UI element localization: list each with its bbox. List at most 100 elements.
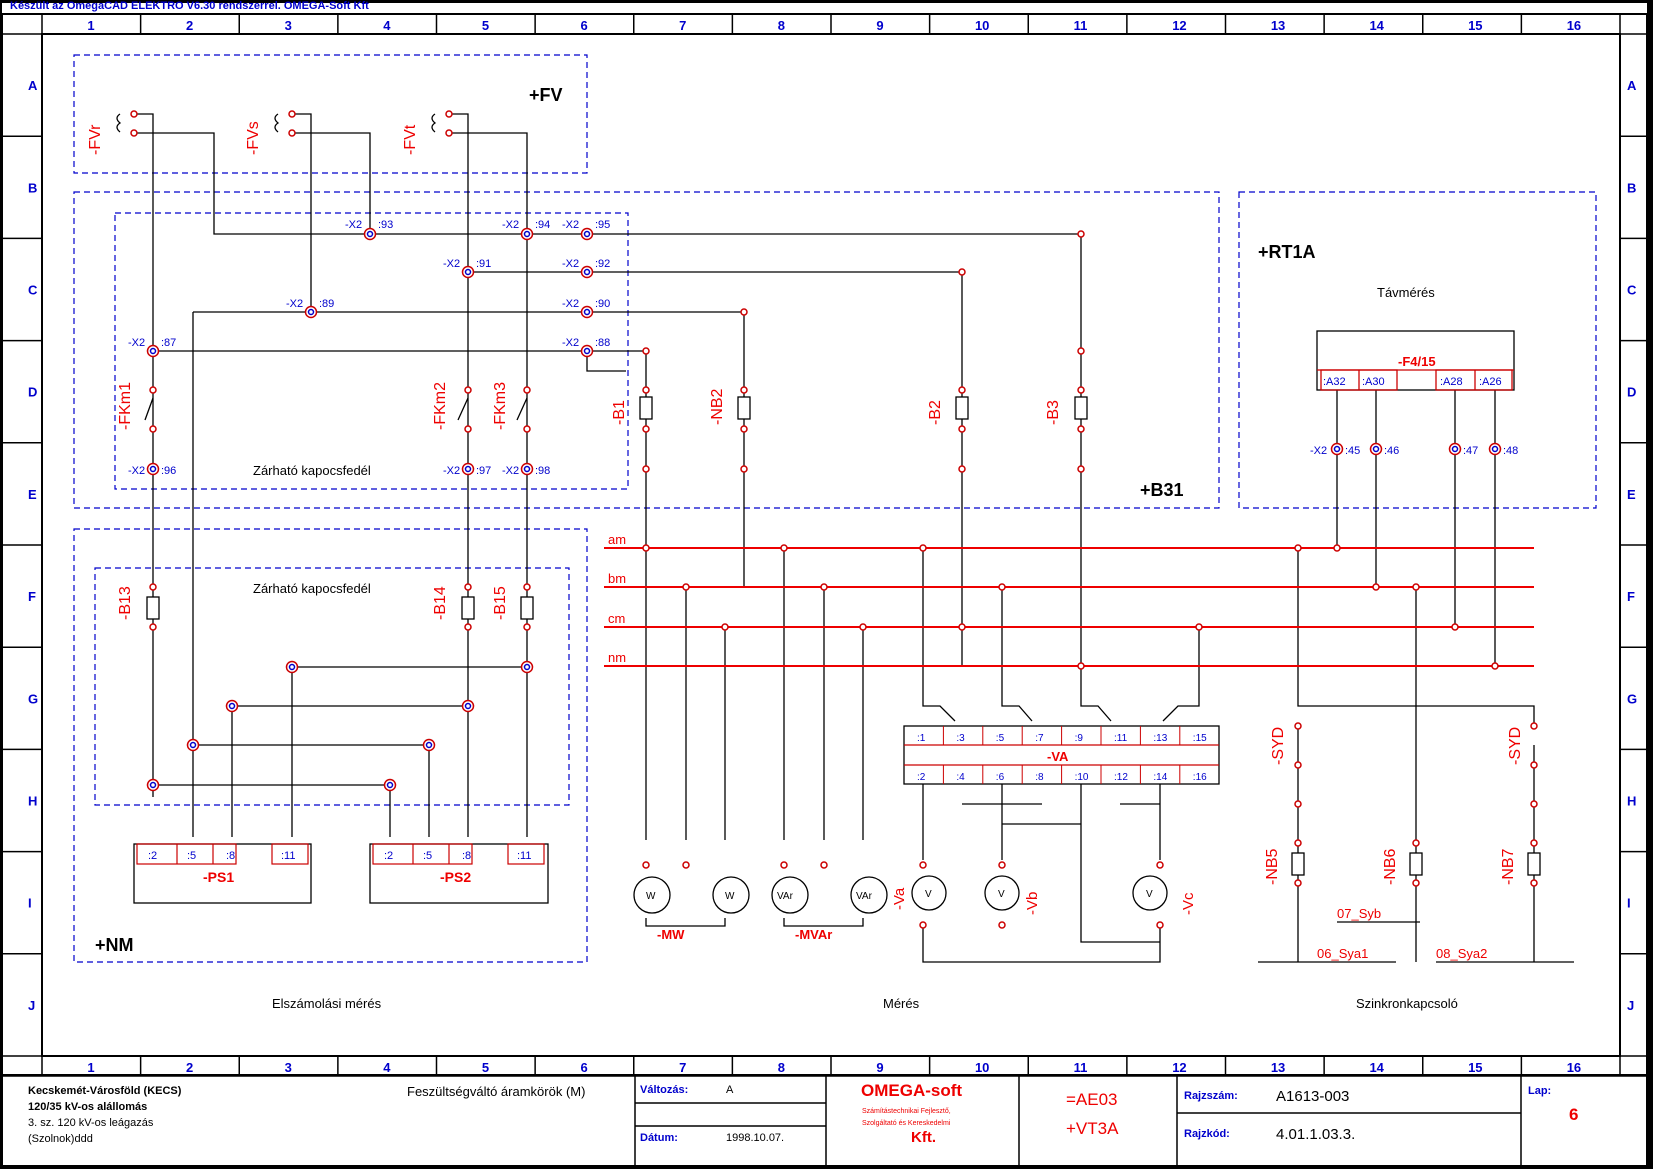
svg-text:-X2: -X2 bbox=[502, 465, 519, 477]
svg-text::98: :98 bbox=[535, 465, 550, 477]
fuses bbox=[146, 396, 1541, 876]
svg-text::5: :5 bbox=[423, 850, 432, 862]
svg-text::96: :96 bbox=[161, 465, 176, 477]
date-value: 1998.10.07. bbox=[726, 1132, 784, 1144]
zone-nm-box bbox=[73, 528, 588, 963]
va-top-pin: :9 bbox=[1075, 733, 1084, 744]
column-label-top: 15 bbox=[1468, 18, 1482, 33]
svg-text::90: :90 bbox=[595, 298, 610, 310]
va-top-pin: :3 bbox=[956, 733, 965, 744]
column-label-bottom: 16 bbox=[1567, 1060, 1581, 1075]
va-bottom-pin: :4 bbox=[956, 772, 965, 783]
va-voltmeter-label: -Va bbox=[891, 887, 908, 910]
meters bbox=[633, 875, 1168, 914]
row-label-right: D bbox=[1627, 385, 1636, 400]
column-label-bottom: 12 bbox=[1172, 1060, 1186, 1075]
location-line3: 3. sz. 120 kV-os leágazás bbox=[28, 1117, 154, 1129]
x2-labels: -X2:93 -X2:94 -X2:95 -X2:91 -X2:92 -X2:8… bbox=[128, 219, 1518, 477]
bus-bm: bm bbox=[608, 571, 626, 586]
ps2-label: -PS2 bbox=[440, 869, 471, 885]
svg-text:-X2: -X2 bbox=[562, 219, 579, 231]
drawing-title: Feszültségváltó áramkörök (M) bbox=[407, 1084, 585, 1099]
row-label-left: C bbox=[28, 283, 38, 298]
row-label-left: F bbox=[28, 589, 36, 604]
change-value: A bbox=[726, 1084, 734, 1096]
row-label-left: A bbox=[28, 78, 38, 93]
fvr-label: -FVr bbox=[87, 124, 104, 155]
column-label-top: 11 bbox=[1074, 18, 1088, 33]
column-label-bottom: 13 bbox=[1271, 1060, 1285, 1075]
column-label-top: 8 bbox=[778, 18, 785, 33]
bus-nm: nm bbox=[608, 650, 626, 665]
section-middle-label: Mérés bbox=[883, 996, 920, 1011]
date-label: Dátum: bbox=[640, 1132, 678, 1144]
code-vt3a: +VT3A bbox=[1066, 1119, 1119, 1138]
column-label-top: 14 bbox=[1369, 18, 1384, 33]
column-label-bottom: 8 bbox=[778, 1060, 785, 1075]
row-grid bbox=[2, 33, 1647, 1057]
zone-rt1a-label: +RT1A bbox=[1258, 242, 1316, 262]
column-label-top: 4 bbox=[383, 18, 391, 33]
svg-text::91: :91 bbox=[476, 258, 491, 270]
svg-text:V: V bbox=[998, 889, 1005, 900]
fkm-switches bbox=[144, 397, 528, 421]
column-label-top: 12 bbox=[1172, 18, 1186, 33]
ps-pin-labels: :2:5:8:11 :2:5:8:11 bbox=[148, 850, 531, 862]
drawing-no-label: Rajzszám: bbox=[1184, 1090, 1238, 1102]
zone-b31-label: +B31 bbox=[1140, 480, 1184, 500]
f415-box bbox=[1316, 330, 1515, 391]
column-label-bottom: 4 bbox=[383, 1060, 391, 1075]
column-grid bbox=[41, 14, 1621, 1075]
nb2-label: -NB2 bbox=[709, 388, 726, 425]
row-label-left: J bbox=[28, 998, 35, 1013]
row-label-left: I bbox=[28, 896, 32, 911]
row-label-right: F bbox=[1627, 589, 1635, 604]
svg-text:-X2: -X2 bbox=[345, 219, 362, 231]
svg-text::87: :87 bbox=[161, 337, 176, 349]
va-top-pin: :15 bbox=[1193, 733, 1207, 744]
svg-text::A28: :A28 bbox=[1440, 376, 1463, 388]
fkm3-label: -FKm3 bbox=[492, 382, 509, 430]
fkm2-label: -FKm2 bbox=[432, 382, 449, 430]
zone-nm-label: +NM bbox=[95, 935, 134, 955]
bus-am: am bbox=[608, 532, 626, 547]
f415-label: -F4/15 bbox=[1398, 354, 1436, 369]
zone-zarhato-bottom-label: Zárható kapocsfedél bbox=[253, 581, 371, 596]
company-desc2: Szolgáltató és Kereskedelmi bbox=[862, 1120, 951, 1127]
section-left-label: Elszámolási mérés bbox=[272, 996, 382, 1011]
svg-text::47: :47 bbox=[1463, 445, 1478, 457]
nb7-label: -NB7 bbox=[1500, 848, 1517, 885]
row-label-right: H bbox=[1627, 794, 1636, 809]
column-label-bottom: 9 bbox=[876, 1060, 883, 1075]
row-label-left: G bbox=[28, 691, 38, 706]
terminal-circles bbox=[130, 110, 1538, 929]
svg-text::A26: :A26 bbox=[1479, 376, 1502, 388]
sheet-label: Lap: bbox=[1528, 1085, 1551, 1097]
vc-voltmeter-label: -Vc bbox=[1180, 892, 1197, 915]
drawing-code-label: Rajzkód: bbox=[1184, 1128, 1230, 1140]
column-label-top: 16 bbox=[1567, 18, 1581, 33]
svg-text:-X2: -X2 bbox=[443, 258, 460, 270]
svg-text:-X2: -X2 bbox=[128, 465, 145, 477]
column-label-top: 2 bbox=[186, 18, 193, 33]
row-label-right: G bbox=[1627, 691, 1637, 706]
svg-text:-X2: -X2 bbox=[443, 465, 460, 477]
signal-sya2: 08_Sya2 bbox=[1436, 946, 1487, 961]
va-top-pin: :11 bbox=[1114, 733, 1128, 744]
svg-text:W: W bbox=[725, 891, 735, 902]
change-label: Változás: bbox=[640, 1084, 688, 1096]
va-pins: :1:2:3:4:5:6:7:8:9:10:11:12:13:14:15:16 bbox=[917, 726, 1207, 784]
row-label-left: D bbox=[28, 385, 37, 400]
svg-text:-X2: -X2 bbox=[128, 337, 145, 349]
column-label-bottom: 10 bbox=[975, 1060, 989, 1075]
column-label-bottom: 11 bbox=[1074, 1060, 1088, 1075]
row-label-right: E bbox=[1627, 487, 1636, 502]
company-desc1: Számítástechnikai Fejlesztő, bbox=[862, 1108, 951, 1115]
svg-text::93: :93 bbox=[378, 219, 393, 231]
va-label: -VA bbox=[1047, 749, 1069, 764]
column-labels: 1122334455667788991010111112121313141415… bbox=[87, 18, 1581, 1075]
mw-label: -MW bbox=[657, 927, 685, 942]
va-top-pin: :1 bbox=[917, 733, 926, 744]
svg-text::45: :45 bbox=[1345, 445, 1360, 457]
